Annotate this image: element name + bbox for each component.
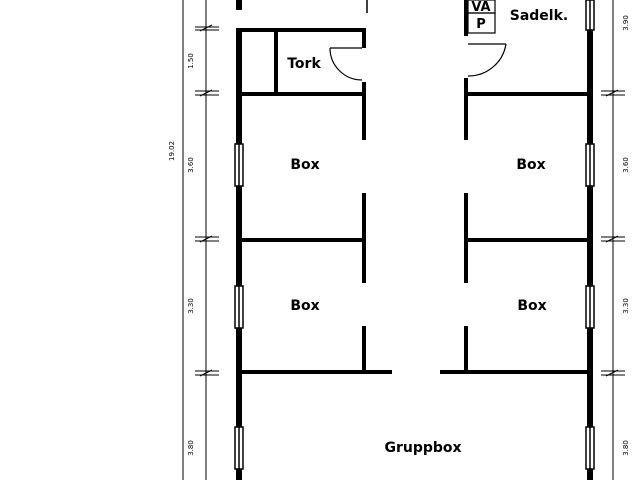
fixtures — [467, 0, 496, 34]
dim-left-1: 1.50 — [187, 53, 195, 69]
room-label-box-right-lower: Box — [517, 298, 546, 314]
dim-right-2: 3.60 — [622, 157, 630, 173]
dim-left-4: 3.80 — [187, 440, 195, 456]
dim-total: 19.02 — [168, 141, 176, 161]
p-label: P — [476, 17, 486, 32]
room-label-sadelk: Sadelk. — [510, 8, 568, 24]
room-label-tork: Tork — [287, 56, 321, 72]
walls — [236, 0, 593, 480]
dim-right-1: 3.90 — [622, 15, 630, 31]
dim-right-4: 3.80 — [622, 440, 630, 456]
room-label-gruppbox: Gruppbox — [384, 440, 461, 456]
room-label-box-right-upper: Box — [516, 157, 545, 173]
dim-left-2: 3.60 — [187, 157, 195, 173]
room-label-box-left-upper: Box — [290, 157, 319, 173]
va-label: VA — [471, 0, 490, 15]
dim-left-3: 3.30 — [187, 298, 195, 314]
dimension-lines — [182, 0, 625, 480]
windows — [234, 0, 595, 470]
room-label-box-left-lower: Box — [290, 298, 319, 314]
door-swings — [329, 43, 507, 81]
dim-right-3: 3.30 — [622, 298, 630, 314]
